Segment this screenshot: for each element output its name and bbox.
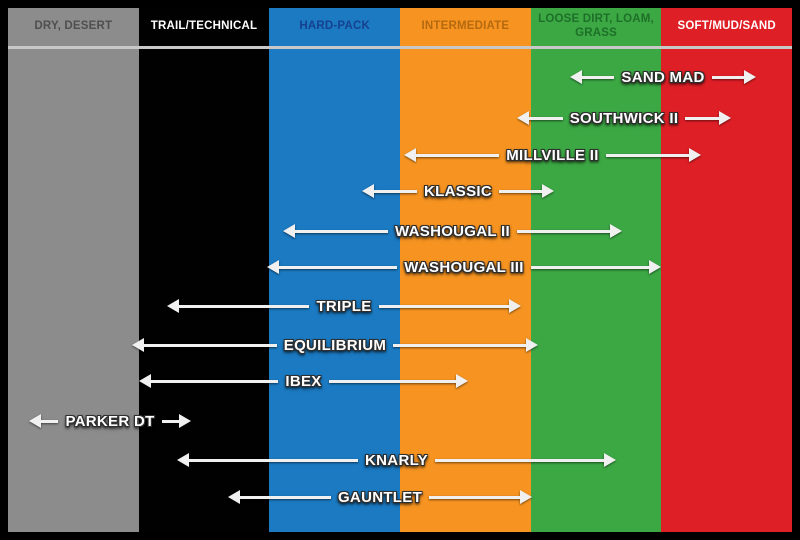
- arrow-line: [161, 419, 179, 423]
- arrow-right-icon: [744, 70, 757, 84]
- tire-label: GAUNTLET: [337, 488, 423, 506]
- tire-range-sand-mad: SAND MAD: [570, 65, 757, 89]
- arrow-left-icon: [283, 224, 295, 238]
- arrow-line: [429, 495, 520, 499]
- arrow-right-icon: [526, 338, 538, 352]
- arrow-line: [711, 75, 745, 79]
- arrow-line: [685, 116, 719, 120]
- arrow-left-icon: [139, 374, 151, 388]
- arrow-left-icon: [167, 299, 179, 313]
- tire-label: WASHOUGAL II: [395, 222, 510, 240]
- arrow-line: [582, 75, 615, 79]
- arrow-line: [416, 153, 500, 157]
- arrow-left-icon: [29, 414, 41, 428]
- tire-range-triple: TRIPLE: [167, 294, 522, 318]
- tire-label: MILLVILLE II: [506, 146, 599, 164]
- terrain-column-soft-mud-sand: SOFT/MUD/SAND: [661, 8, 792, 532]
- arrow-line: [529, 116, 563, 120]
- arrow-line: [295, 229, 388, 233]
- arrow-line: [328, 379, 456, 383]
- tire-label: EQUILIBRIUM: [283, 336, 387, 354]
- tire-range-washougal-iii: WASHOUGAL III: [267, 255, 661, 279]
- arrow-left-icon: [132, 338, 144, 352]
- terrain-columns: DRY, DESERT TRAIL/TECHNICAL HARD-PACK INTER…: [8, 8, 792, 532]
- tire-label: IBEX: [285, 372, 322, 390]
- arrow-line: [240, 495, 331, 499]
- tire-range-millville-ii: MILLVILLE II: [404, 143, 702, 167]
- arrow-left-icon: [362, 184, 374, 198]
- arrow-right-icon: [649, 260, 661, 274]
- arrow-line: [393, 343, 526, 347]
- arrow-right-icon: [689, 148, 702, 162]
- tire-label: SAND MAD: [621, 68, 705, 86]
- arrow-right-icon: [520, 490, 532, 504]
- terrain-column-hard-pack: HARD-PACK: [269, 8, 401, 532]
- tire-range-knarly: KNARLY: [177, 448, 617, 472]
- arrow-line: [517, 229, 610, 233]
- arrow-line: [378, 304, 510, 308]
- arrow-left-icon: [404, 148, 416, 162]
- arrow-line: [189, 458, 359, 462]
- arrow-left-icon: [517, 111, 529, 125]
- tire-range-washougal-ii: WASHOUGAL II: [283, 219, 622, 243]
- terrain-column-trail-technical: TRAIL/TECHNICAL: [138, 8, 270, 532]
- column-header-loose-dirt-loam-grass: LOOSE DIRT, LOAM, GRASS: [538, 13, 654, 39]
- column-header-trail-technical: TRAIL/TECHNICAL: [150, 20, 258, 33]
- arrow-line: [179, 304, 310, 308]
- terrain-column-loose-dirt-loam-grass: LOOSE DIRT, LOAM, GRASS: [530, 8, 662, 532]
- arrow-left-icon: [570, 70, 582, 84]
- arrow-right-icon: [179, 414, 191, 428]
- column-header-soft-mud-sand: SOFT/MUD/SAND: [677, 20, 776, 33]
- arrow-left-icon: [177, 453, 189, 467]
- terrain-column-dry-desert: DRY, DESERT: [8, 8, 139, 532]
- tire-label: PARKER DT: [65, 412, 155, 430]
- arrow-right-icon: [456, 374, 468, 388]
- arrow-right-icon: [509, 299, 522, 313]
- tire-label: WASHOUGAL III: [404, 258, 524, 276]
- arrow-line: [151, 379, 279, 383]
- arrow-line: [144, 343, 277, 347]
- tire-label: KNARLY: [365, 451, 428, 469]
- arrow-line: [498, 189, 542, 193]
- arrow-line: [434, 458, 605, 462]
- arrow-right-icon: [610, 224, 622, 238]
- tire-range-klassic: KLASSIC: [362, 179, 554, 203]
- tire-label: KLASSIC: [424, 182, 492, 200]
- header-separator: [8, 46, 792, 49]
- arrow-right-icon: [604, 453, 617, 467]
- column-header-dry-desert: DRY, DESERT: [34, 20, 113, 33]
- tire-range-equilibrium: EQUILIBRIUM: [132, 333, 538, 357]
- column-header-intermediate: INTERMEDIATE: [421, 20, 510, 33]
- tire-range-southwick-ii: SOUTHWICK II: [517, 106, 731, 130]
- arrow-line: [605, 153, 690, 157]
- arrow-line: [41, 419, 59, 423]
- terrain-column-intermediate: INTERMEDIATE: [400, 8, 531, 532]
- arrow-right-icon: [719, 111, 731, 125]
- arrow-line: [374, 189, 418, 193]
- arrow-left-icon: [267, 260, 279, 274]
- tire-range-parker-dt: PARKER DT: [29, 409, 191, 433]
- arrow-right-icon: [542, 184, 554, 198]
- arrow-line: [530, 265, 649, 269]
- arrow-line: [279, 265, 398, 269]
- tire-range-ibex: IBEX: [139, 369, 468, 393]
- arrow-left-icon: [228, 490, 240, 504]
- tire-rows-layer: SAND MAD SOUTHWICK II MILLVILLE II KLASSIC W…: [8, 8, 792, 532]
- tire-label: SOUTHWICK II: [569, 109, 679, 127]
- tire-range-gauntlet: GAUNTLET: [228, 485, 532, 509]
- tire-label: TRIPLE: [316, 297, 372, 315]
- column-header-hard-pack: HARD-PACK: [299, 20, 370, 33]
